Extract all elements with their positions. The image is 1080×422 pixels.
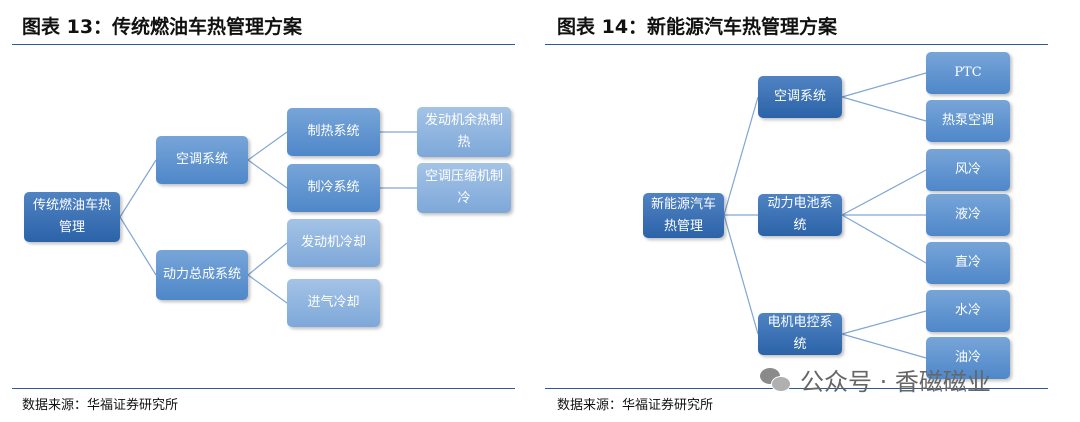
right-branch-node-motor: 电机电控系统	[758, 313, 842, 355]
wechat-icon	[760, 367, 791, 392]
right-leaf-ptc: PTC	[926, 52, 1010, 94]
right-title-rule	[545, 44, 1048, 45]
left-node-cooling: 制冷系统	[287, 164, 380, 212]
right-leaf-oil-cooling: 油冷	[926, 337, 1010, 379]
left-node-engine-cooling: 发动机冷却	[287, 219, 380, 267]
right-leaf-air-cooling: 风冷	[926, 149, 1010, 191]
left-figure-title: 图表 13：传统燃油车热管理方案	[22, 16, 303, 38]
right-leaf-heat-pump: 热泵空调	[926, 100, 1010, 142]
right-leaf-direct-cooling: 直冷	[926, 242, 1010, 284]
right-leaf-water-cooling: 水冷	[926, 290, 1010, 332]
right-source-rule	[545, 388, 1048, 389]
left-leaf-engine-heat: 发动机余热制热	[417, 107, 511, 157]
left-title-rule	[12, 44, 515, 45]
left-source-note: 数据来源：华福证券研究所	[22, 398, 179, 413]
left-node-intake-cooling: 进气冷却	[287, 279, 380, 327]
left-source-rule	[12, 388, 515, 389]
left-node-heating: 制热系统	[287, 108, 380, 156]
right-root-node: 新能源汽车热管理	[643, 193, 724, 238]
left-leaf-compressor: 空调压缩机制冷	[417, 163, 511, 213]
right-branch-node-aircon: 空调系统	[758, 76, 842, 118]
right-source-note: 数据来源：华福证券研究所	[557, 398, 714, 413]
right-branch-node-battery: 动力电池系统	[758, 194, 842, 236]
left-root-node: 传统燃油车热管理	[24, 192, 120, 242]
left-branch-node-powertrain: 动力总成系统	[156, 250, 248, 300]
right-figure-title: 图表 14：新能源汽车热管理方案	[557, 16, 838, 38]
watermark-text: 公众号 · 香磁磁业	[800, 368, 991, 396]
watermark: 公众号 · 香磁磁业	[760, 362, 991, 397]
right-leaf-liquid-cooling: 液冷	[926, 194, 1010, 236]
left-branch-node-aircon: 空调系统	[156, 136, 248, 184]
